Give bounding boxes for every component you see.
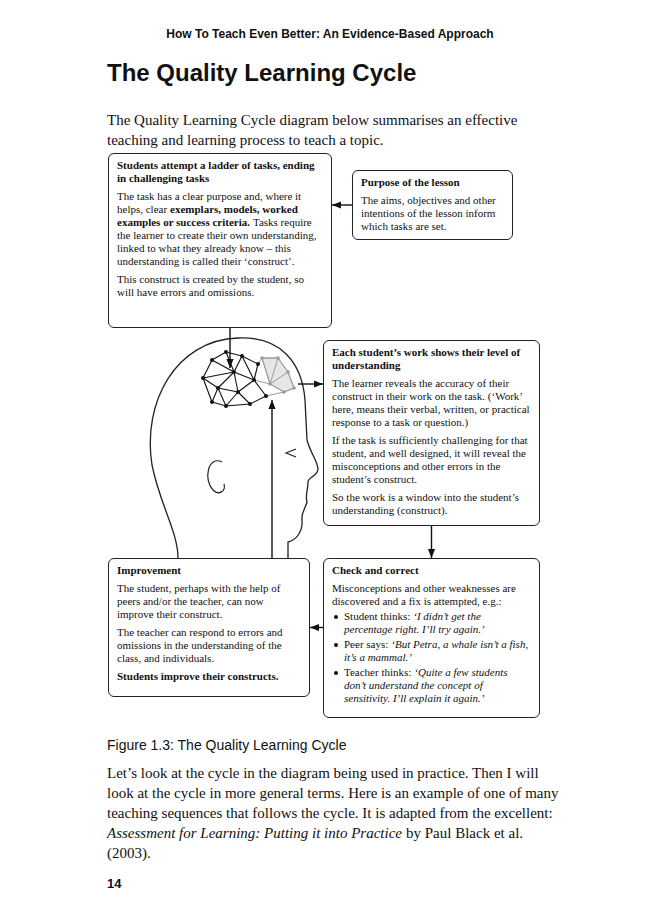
bullet-item: Teacher thinks:‘Quite a few students don… <box>332 666 531 705</box>
arrow-connector <box>431 526 432 558</box>
paragraph: Check and correct <box>332 564 531 577</box>
arrow-connector <box>332 204 352 205</box>
body-text: The learner reveals the accuracy of thei… <box>332 377 530 428</box>
arrow-up-into-head <box>271 400 272 558</box>
word-gap <box>410 619 413 620</box>
brain-dots <box>201 350 268 408</box>
word-gap <box>553 817 557 818</box>
paragraph: Each student’s work shows their level of… <box>332 346 531 372</box>
text-box: ImprovementThe student, perhaps with the… <box>108 558 310 697</box>
body-text: So the work is a window into the student… <box>332 491 519 516</box>
heading-text: Each student’s work shows their level of… <box>332 346 520 371</box>
paragraph: Misconceptions and other weaknesses are … <box>332 582 531 608</box>
head-outline <box>150 338 318 558</box>
body-text: The student, perhaps with the help of pe… <box>117 582 280 620</box>
bullet-dot <box>334 615 338 619</box>
body-text: The teacher can respond to errors and om… <box>117 626 283 664</box>
figure-caption: Figure 1.3: The Quality Learning Cycle <box>107 736 565 754</box>
paragraph: If the task is sufficiently challenging … <box>332 434 531 486</box>
paragraph: Improvement <box>117 564 301 577</box>
text-box: Purpose of the lessonThe aims, objective… <box>352 170 513 240</box>
body-text: Assessment for Learning: Putting it into… <box>107 825 402 841</box>
paragraph: So the work is a window into the student… <box>332 491 531 517</box>
arrow-into-head <box>229 328 230 368</box>
paragraph: Students improve their constructs. <box>117 670 301 683</box>
brain-dots-grey <box>260 356 296 394</box>
page-title: The Quality Learning Cycle <box>107 58 607 88</box>
body-text: Let’s look at the cycle in the diagram b… <box>107 765 559 821</box>
heading-text: Purpose of the lesson <box>361 176 460 188</box>
arrow-connector <box>310 627 323 628</box>
intro-paragraph: The Quality Learning Cycle diagram below… <box>107 110 565 150</box>
bullet-dot <box>334 671 338 675</box>
arrow-out-of-head <box>298 383 323 384</box>
body-paragraph: Let’s look at the cycle in the diagram b… <box>107 763 565 863</box>
heading-text: Check and correct <box>332 564 419 576</box>
text-box: Students attempt a ladder of tasks, endi… <box>108 153 332 328</box>
brain-network-grey <box>254 358 294 396</box>
bullet-item: Peer says:‘But Petra, a whale isn’t a fi… <box>332 638 531 664</box>
paragraph: The teacher can respond to errors and om… <box>117 626 301 665</box>
page-number: 14 <box>107 876 121 892</box>
body-text: If the task is sufficiently challenging … <box>332 434 528 485</box>
word-gap <box>250 225 253 226</box>
text-box: Each student’s work shows their level of… <box>323 340 540 526</box>
word-gap <box>167 212 170 213</box>
body-text: The aims, objectives and other intention… <box>361 194 496 232</box>
heading-text: Students attempt a ladder of tasks, endi… <box>117 159 315 184</box>
paragraph: The aims, objectives and other intention… <box>361 194 504 233</box>
word-gap <box>388 647 391 648</box>
word-gap <box>402 837 406 838</box>
body-text: This construct is created by the student… <box>117 273 304 298</box>
brain-network <box>203 352 266 406</box>
body-text: Misconceptions and other weaknesses are … <box>332 582 516 607</box>
body-text: Teacher thinks: <box>344 666 411 678</box>
eye <box>286 449 296 457</box>
bullet-item: Student thinks:‘I didn’t get the percent… <box>332 610 531 636</box>
body-text: Students improve their constructs. <box>117 670 279 682</box>
word-gap <box>411 675 414 676</box>
paragraph: This construct is created by the student… <box>117 273 323 299</box>
body-text: Peer says: <box>344 638 388 650</box>
bullet-dot <box>334 643 338 647</box>
heading-text: Improvement <box>117 564 181 576</box>
running-header: How To Teach Even Better: An Evidence-Ba… <box>0 27 660 42</box>
paragraph: Students attempt a ladder of tasks, endi… <box>117 159 323 185</box>
text-box: Check and correctMisconceptions and othe… <box>323 558 540 718</box>
paragraph: The task has a clear purpose and, where … <box>117 190 323 268</box>
ear <box>208 461 225 493</box>
body-text: Student thinks: <box>344 610 410 622</box>
paragraph: Purpose of the lesson <box>361 176 504 189</box>
paragraph: The student, perhaps with the help of pe… <box>117 582 301 621</box>
paragraph: The learner reveals the accuracy of thei… <box>332 377 531 429</box>
